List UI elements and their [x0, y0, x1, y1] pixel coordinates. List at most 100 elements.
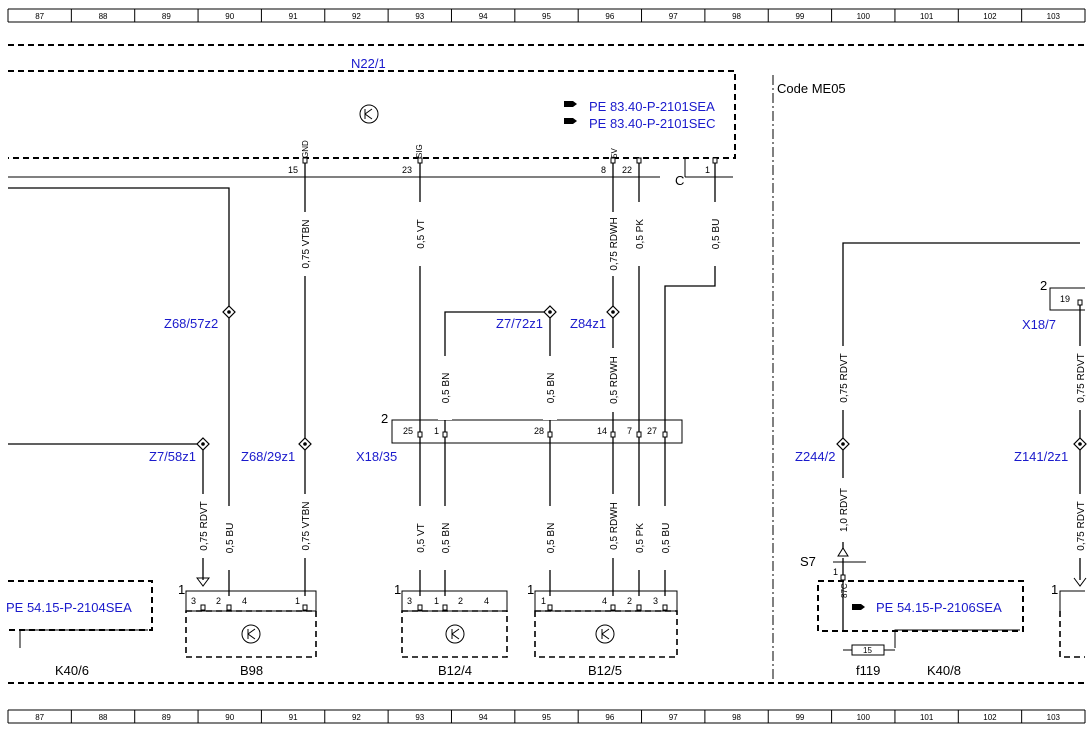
wire-label-bg [413, 202, 427, 266]
b98-label: B98 [240, 663, 263, 678]
x18-7-num: 2 [1040, 278, 1047, 293]
x18-35-pin-14: 14 [597, 426, 607, 436]
wire-label-bg [543, 506, 557, 570]
b12-4-num: 1 [394, 582, 401, 597]
wire-color-label: 0,75 VTBN [301, 220, 312, 269]
right-num: 1 [1051, 582, 1058, 597]
wire-label-bg [836, 478, 850, 542]
component-b12-5[interactable]: 1 1 4 2 3 B12/5 [527, 582, 678, 678]
connector-x18-7[interactable]: 2 19 X18/7 [1022, 278, 1085, 332]
n22-ref-link-1[interactable]: PE 83.40-P-2101SEA [589, 99, 715, 114]
x18-35-pin-25: 25 [403, 426, 413, 436]
n22-ref-link-2[interactable]: PE 83.40-P-2101SEC [589, 116, 715, 131]
grid-column-label: 94 [479, 713, 488, 722]
wire-label-bg [1073, 494, 1087, 558]
grid-column-label: 91 [289, 713, 298, 722]
grid-column-label: 87 [35, 713, 44, 722]
grid-column-label: 101 [920, 12, 934, 21]
splice-z7-58z1[interactable]: Z7/58z1 [149, 449, 196, 464]
pin-1: 1 [705, 165, 710, 175]
x18-7-label[interactable]: X18/7 [1022, 317, 1056, 332]
b12-4-pin-2: 2 [458, 596, 463, 606]
b98-num: 1 [178, 582, 185, 597]
pin-22: 22 [622, 165, 632, 175]
grid-column-label: 103 [1047, 713, 1061, 722]
wire-label-bg [836, 346, 850, 410]
wire-label-bg [606, 348, 620, 412]
pin-terminal [547, 604, 553, 611]
grid-column-label: 95 [542, 713, 551, 722]
splice-dot [227, 310, 231, 314]
grid-column-label: 89 [162, 713, 171, 722]
splice-z7-72z1[interactable]: Z7/72z1 [496, 316, 543, 331]
grid-column-label: 97 [669, 12, 678, 21]
b12-4-pin-4: 4 [484, 596, 489, 606]
x18-35-pin-1: 1 [434, 426, 439, 436]
grid-column-label: 92 [352, 12, 361, 21]
grid-column-label: 98 [732, 12, 741, 21]
splice-z244-2[interactable]: Z244/2 [795, 449, 835, 464]
wire-label-bg [543, 356, 557, 420]
component-b98[interactable]: 1 3 2 4 1 B98 [178, 582, 317, 678]
x18-35-pin-28: 28 [534, 426, 544, 436]
wire-label-bg [298, 494, 312, 558]
wire-label-bg [606, 494, 620, 558]
x18-35-num: 2 [381, 411, 388, 426]
wire-label-bg [438, 506, 452, 570]
f119-value: 15 [863, 646, 872, 655]
component-k40-8[interactable]: S7 1 87C PE 54.15-P-2106SEA 15 f119 K40/… [800, 547, 1024, 678]
grid-column-label: 87 [35, 12, 44, 21]
fuse-pin-icon [196, 577, 210, 587]
pin-terminal [417, 431, 423, 438]
wire-label-bg [222, 506, 236, 570]
b98-pin-2: 2 [216, 596, 221, 606]
wire-label-bg [606, 212, 620, 276]
grid-column-label: 103 [1047, 12, 1061, 21]
s7-label: S7 [800, 554, 816, 569]
splice-dot [841, 442, 845, 446]
splice-z68-29z1[interactable]: Z68/29z1 [241, 449, 295, 464]
grid-column-label: 90 [225, 713, 234, 722]
b12-4-pin-3: 3 [407, 596, 412, 606]
module-n22-1[interactable]: N22/1 PE 83.40-P-2101SEA PE 83.40-P-2101… [8, 56, 736, 188]
x18-35-label[interactable]: X18/35 [356, 449, 397, 464]
sensor-icon [241, 624, 261, 644]
b98-pin-1: 1 [295, 596, 300, 606]
wire-color-label: 0,5 BU [225, 523, 236, 554]
grid-column-label: 101 [920, 713, 934, 722]
b12-5-label: B12/5 [588, 663, 622, 678]
k40-6-ref-link[interactable]: PE 54.15-P-2104SEA [6, 600, 132, 615]
grid-column-label: 99 [795, 713, 804, 722]
splice-labels: Z68/57z2 Z7/72z1 Z84z1 Z7/58z1 Z68/29z1 … [149, 316, 1068, 464]
wire-label-bg [413, 506, 427, 570]
wire-label-bg [632, 506, 646, 570]
wire-label-bg [658, 506, 672, 570]
wire-color-label: 1,0 RDVT [839, 488, 850, 532]
electronic-component-icon [359, 104, 379, 124]
wire-color-label: 0,5 BN [546, 523, 557, 554]
ref-pointer-icon [564, 101, 577, 124]
wire-label-bg [708, 202, 722, 266]
b12-5-pin-2: 2 [627, 596, 632, 606]
wire-color-label: 0,5 BU [661, 523, 672, 554]
component-b12-4[interactable]: 1 3 1 2 4 B12/4 [394, 582, 508, 678]
connector-x18-35[interactable]: 2 X18/35 25 1 28 14 7 27 [356, 411, 683, 464]
wire-color-label: 0,5 BU [711, 219, 722, 250]
k40-8-ref-link[interactable]: PE 54.15-P-2106SEA [876, 600, 1002, 615]
b98-pin-4: 4 [242, 596, 247, 606]
b12-5-pin-1: 1 [541, 596, 546, 606]
grid-column-label: 92 [352, 713, 361, 722]
component-k40-6[interactable]: PE 54.15-P-2104SEA K40/6 [6, 580, 153, 678]
wire-color-label: 0,5 BN [546, 373, 557, 404]
grid-column-label: 90 [225, 12, 234, 21]
splice-z68-57z2[interactable]: Z68/57z2 [164, 316, 218, 331]
pin-terminal [417, 604, 423, 611]
splice-z84z1[interactable]: Z84z1 [570, 316, 606, 331]
wire-label-bg [632, 202, 646, 266]
splice-z141-2z1[interactable]: Z141/2z1 [1014, 449, 1068, 464]
grid-column-label: 95 [542, 12, 551, 21]
pin-terminal [636, 157, 642, 164]
component-right-partial: 1 [1051, 577, 1087, 658]
